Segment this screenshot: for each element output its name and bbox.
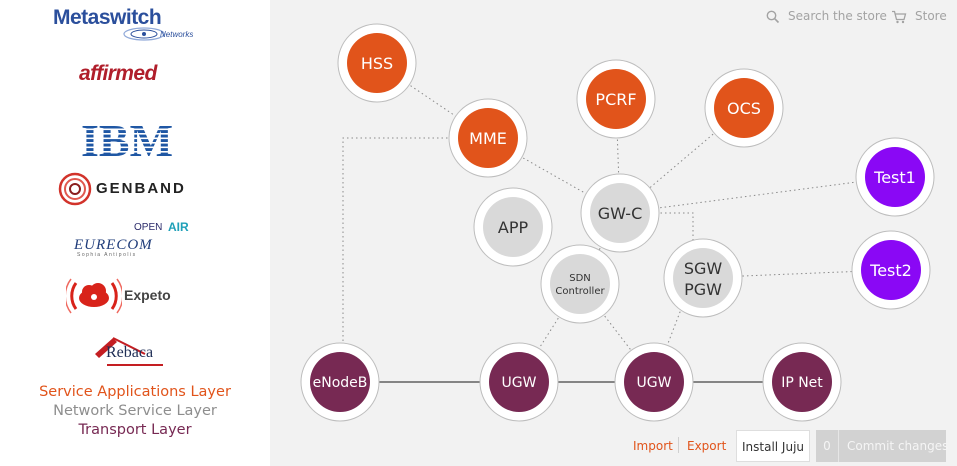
metaswitch-logo-text: Metaswitch xyxy=(53,6,162,29)
node-ip-net-label: IP Net xyxy=(781,375,823,391)
node-mme[interactable]: MME xyxy=(448,98,528,178)
node-mme-label: MME xyxy=(469,129,507,148)
node-test1-label: Test1 xyxy=(873,168,916,187)
genband-swirl-icon xyxy=(58,172,92,206)
node-test1[interactable]: Test1 xyxy=(855,137,935,217)
service-diagram: HSS MME PCRF OCS xyxy=(300,23,935,422)
node-ugw-1-label: UGW xyxy=(502,375,537,391)
rebaca-logo-text: Rebaca xyxy=(106,344,154,361)
node-sdn-label-line2: Controller xyxy=(555,286,605,297)
node-app-label: APP xyxy=(498,218,529,237)
connection-gwc-sgw xyxy=(620,212,694,278)
node-ocs-label: OCS xyxy=(727,99,761,118)
ibm-logo-icon: IBM xyxy=(81,115,173,166)
store-button[interactable]: Store xyxy=(891,8,947,26)
affirmed-logo-text: affirmed xyxy=(79,62,157,85)
metaswitch-logo-subtext: Networks xyxy=(160,30,194,39)
affirmed-logo: affirmed xyxy=(75,60,195,94)
node-ip-net[interactable]: IP Net xyxy=(762,342,842,422)
store-label: Store xyxy=(915,9,947,23)
export-link[interactable]: Export xyxy=(687,439,727,453)
metaswitch-swoosh-icon xyxy=(123,27,165,41)
genband-logo-text: GENBAND xyxy=(96,180,186,197)
commit-changes-label: Commit changes xyxy=(847,439,949,453)
node-hss[interactable]: HSS xyxy=(337,23,417,103)
connection-gwc-test1 xyxy=(619,176,896,214)
connection-sgw-test2 xyxy=(692,269,892,279)
nodes: HSS MME PCRF OCS xyxy=(300,23,935,422)
commit-changes-button[interactable]: 0 Commit changes xyxy=(816,430,949,462)
search-icon xyxy=(766,10,780,24)
expeto-cloud-icon xyxy=(66,278,122,314)
install-juju-button[interactable]: Install Juju xyxy=(736,430,810,462)
legend-transport-layer: Transport Layer xyxy=(78,422,192,438)
svg-text:IBM: IBM xyxy=(81,116,173,160)
canvas[interactable]: Search the store Store xyxy=(270,0,957,466)
sidebar: Metaswitch Networks affirmed xyxy=(0,0,270,466)
eurecom-open-text: OPEN xyxy=(134,222,163,233)
node-hss-label: HSS xyxy=(361,54,393,73)
connection-mme-enodeb xyxy=(342,137,488,380)
node-gwc-label: GW-C xyxy=(598,204,643,223)
node-app[interactable]: APP xyxy=(473,187,553,267)
node-sgw-pgw[interactable]: SGW PGW xyxy=(663,238,743,318)
search-placeholder: Search the store xyxy=(788,9,887,23)
import-link[interactable]: Import xyxy=(633,439,673,453)
node-pgw-label: PGW xyxy=(684,280,722,299)
rebaca-swoosh-icon xyxy=(95,337,163,366)
expeto-logo: Expeto xyxy=(66,273,196,321)
node-sdn-label-line1: SDN xyxy=(569,273,591,284)
eurecom-air-text: AIR xyxy=(168,220,189,234)
eurecom-logo-text: EURECOM xyxy=(74,237,153,253)
node-ugw-2[interactable]: UGW xyxy=(614,342,694,422)
node-ocs[interactable]: OCS xyxy=(704,68,784,148)
node-enodeb[interactable]: eNodeB xyxy=(300,342,380,422)
node-test2[interactable]: Test2 xyxy=(851,230,931,310)
node-gwc[interactable]: GW-C xyxy=(580,173,660,253)
ibm-logo: IBM xyxy=(78,115,176,166)
node-pcrf-label: PCRF xyxy=(595,90,636,109)
toolbar-separator xyxy=(678,437,679,453)
node-pcrf[interactable]: PCRF xyxy=(576,59,656,139)
cart-icon xyxy=(892,10,907,24)
search-store[interactable]: Search the store xyxy=(766,8,887,26)
genband-logo: GENBAND xyxy=(58,170,208,208)
commit-count-badge: 0 xyxy=(816,430,839,462)
node-sdn-controller[interactable]: SDN Controller xyxy=(540,244,620,324)
metaswitch-logo: Metaswitch Networks xyxy=(50,4,210,44)
eurecom-logo: OPEN AIR EURECOM Sophia Antipolis xyxy=(72,220,197,260)
rebaca-logo: Rebaca xyxy=(85,332,175,370)
node-sgw-label: SGW xyxy=(684,259,723,278)
legend-network-service-layer: Network Service Layer xyxy=(53,403,217,419)
node-ugw-1[interactable]: UGW xyxy=(479,342,559,422)
expeto-logo-text: Expeto xyxy=(124,287,171,303)
node-test2-label: Test2 xyxy=(869,261,912,280)
node-ugw-2-label: UGW xyxy=(637,375,672,391)
eurecom-tagline: Sophia Antipolis xyxy=(77,252,137,258)
node-enodeb-label: eNodeB xyxy=(313,375,368,391)
legend-service-applications-layer: Service Applications Layer xyxy=(39,384,231,400)
